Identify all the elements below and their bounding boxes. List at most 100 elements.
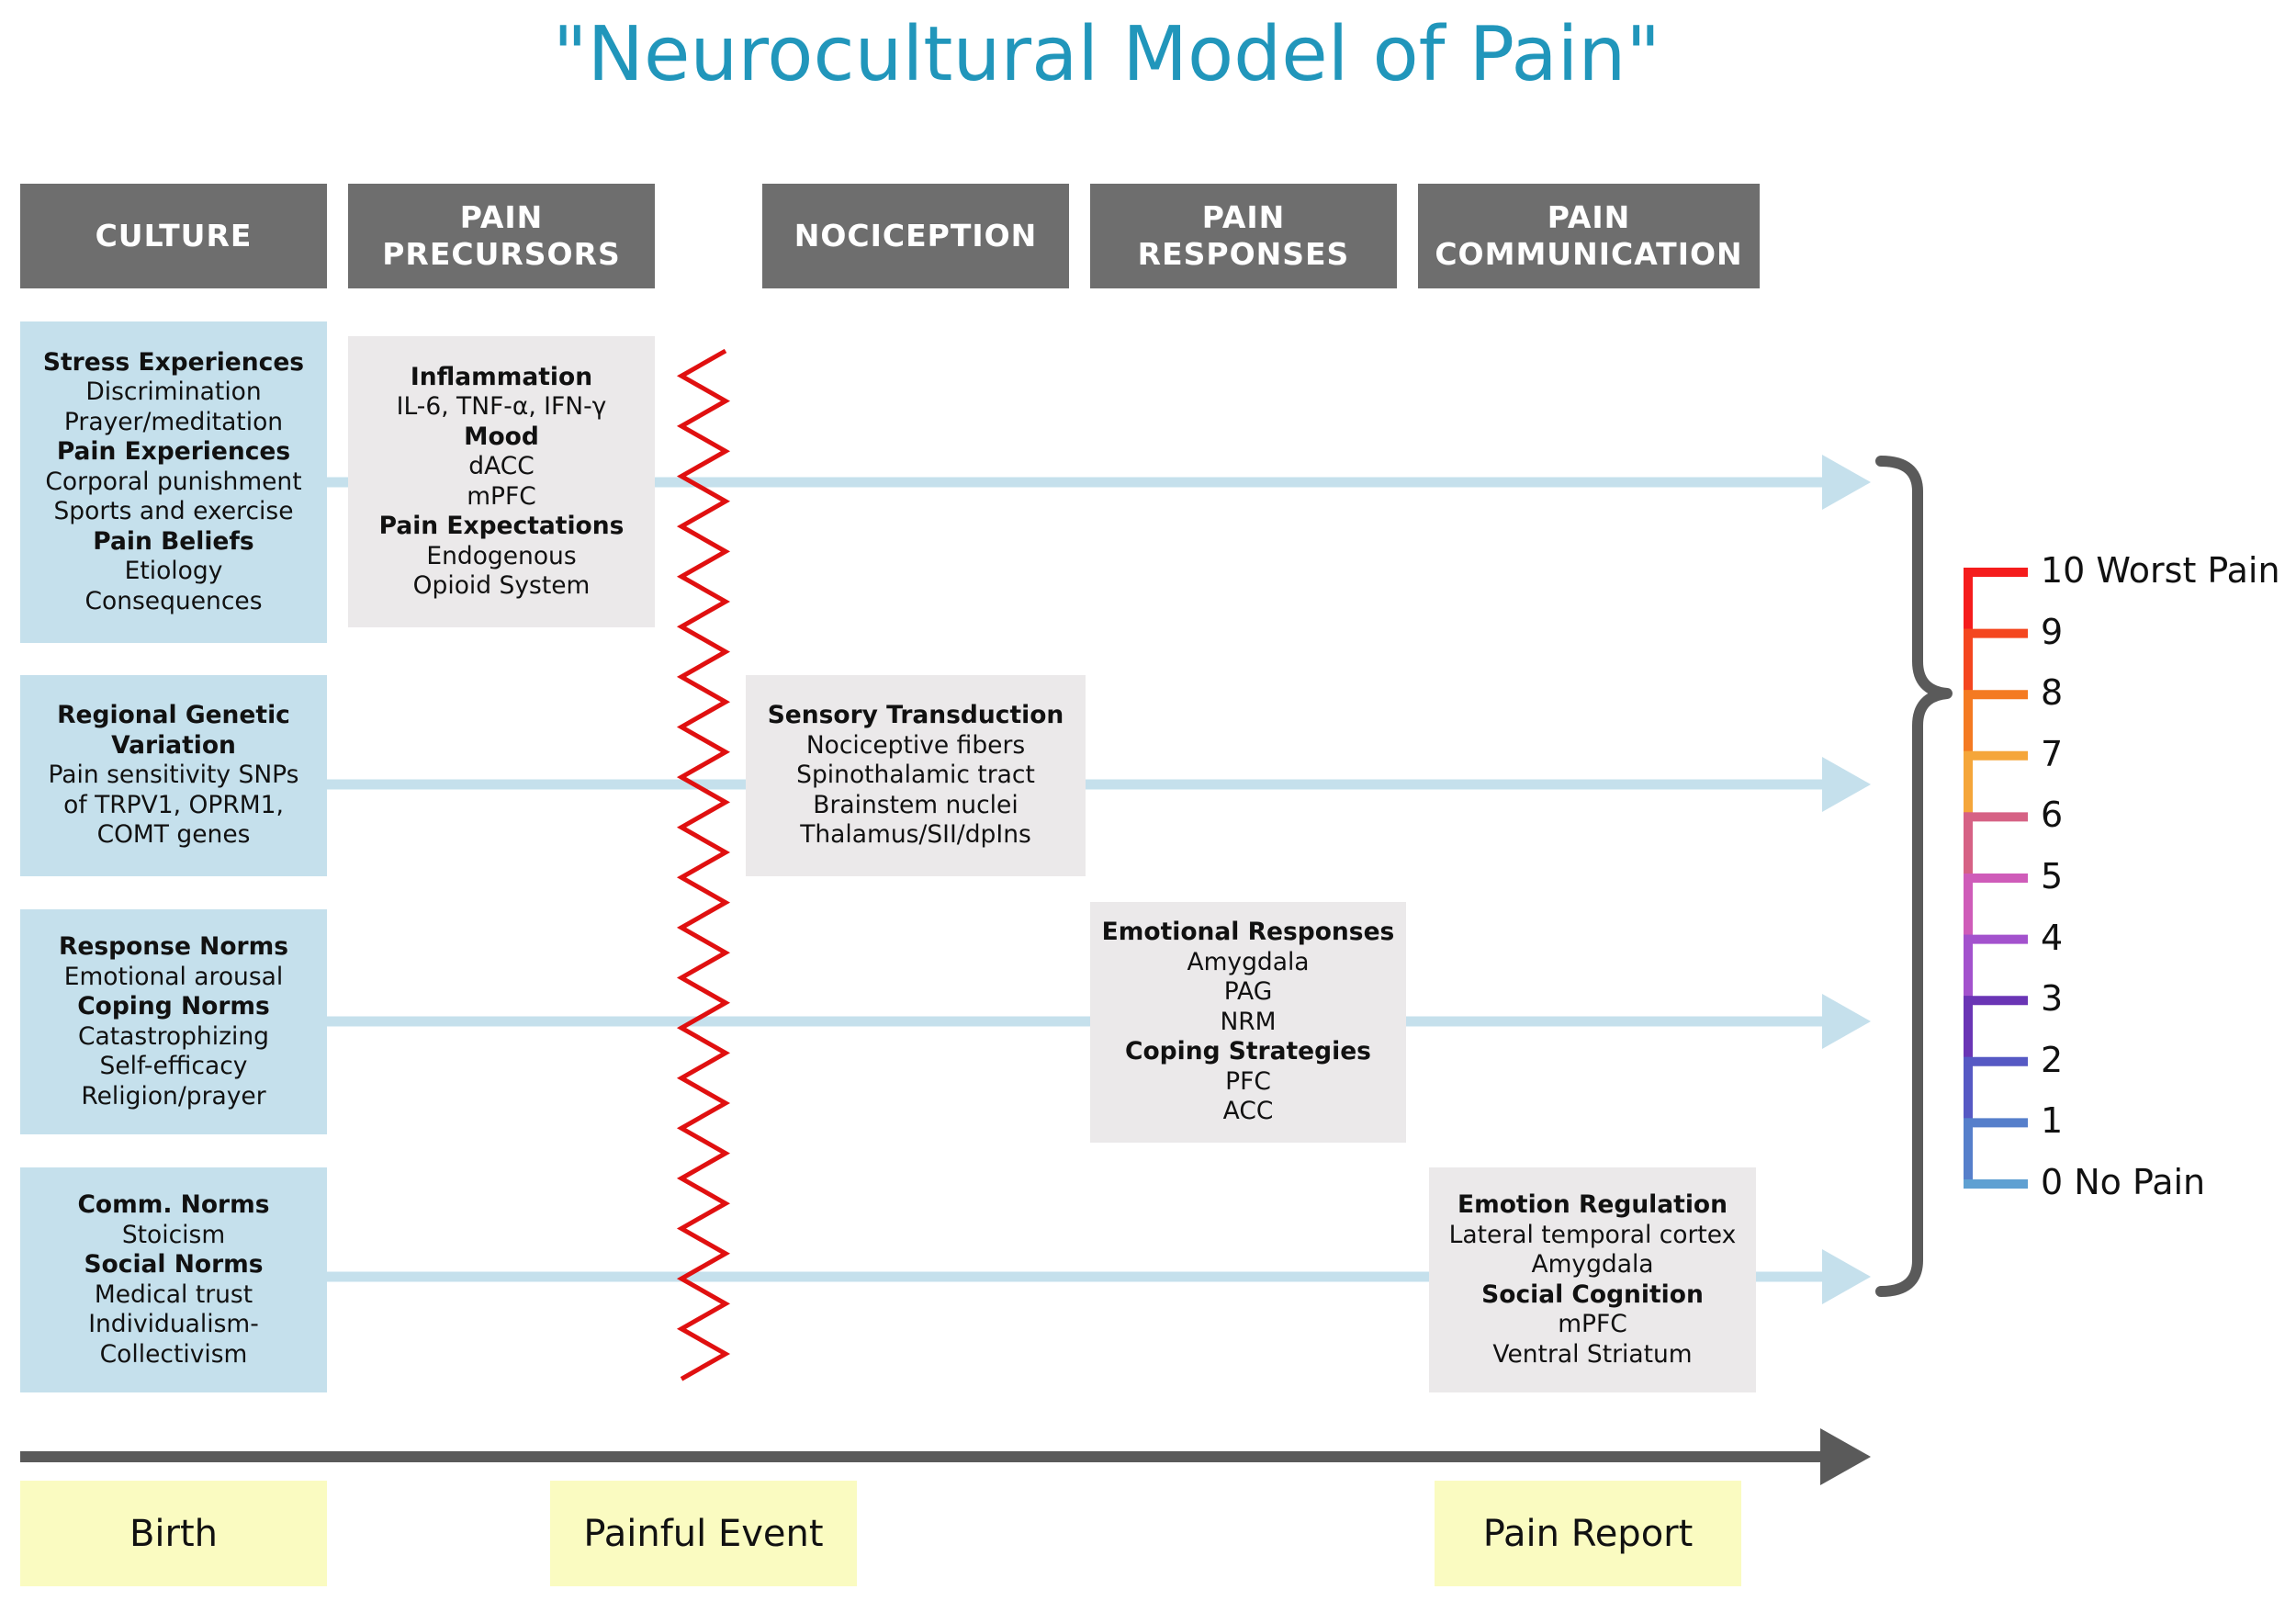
precursor-item: IL-6, TNF-α, IFN-γ [396, 392, 607, 421]
pain-scale-label: 5 [2041, 856, 2064, 896]
header-pain-communication: PAIN COMMUNICATION [1418, 184, 1760, 288]
header-culture-label: CULTURE [95, 218, 253, 254]
precursor-heading: Inflammation [410, 362, 593, 391]
precursors-box: Inflammation IL-6, TNF-α, IFN-γ Mood dAC… [348, 336, 655, 627]
nociception-item: Spinothalamic tract [796, 761, 1035, 790]
culture-item: Religion/prayer [81, 1081, 266, 1110]
header-pain-precursors-line1: PAIN [459, 199, 544, 235]
nociception-item: Thalamus/SII/dpIns [800, 820, 1031, 850]
response-heading: Coping Strategies [1125, 1037, 1371, 1066]
header-pain-communication-line1: PAIN [1547, 199, 1631, 235]
timeline-birth: Birth [20, 1481, 327, 1586]
nociception-item: Nociceptive fibers [805, 730, 1026, 760]
response-item: ACC [1222, 1097, 1274, 1126]
culture-item: Prayer/meditation [63, 407, 284, 436]
header-pain-precursors-line2: PRECURSORS [382, 236, 621, 272]
culture-item: Medical trust [94, 1279, 253, 1309]
culture-item-heading: Coping Norms [77, 992, 270, 1020]
header-pain-responses-line2: RESPONSES [1137, 236, 1350, 272]
pain-scale-bar [1964, 568, 2028, 1189]
communication-heading: Emotion Regulation [1458, 1190, 1728, 1219]
culture-item: Stoicism [121, 1220, 226, 1249]
culture-item: Etiology [124, 557, 223, 586]
culture-item: Individualism- [88, 1310, 259, 1338]
row1-arrow-head [1822, 455, 1871, 510]
precursor-heading: Mood [464, 422, 539, 451]
pain-scale-label: 7 [2041, 733, 2064, 774]
culture-box-stress: Stress Experiences Discrimination Prayer… [20, 321, 327, 643]
culture-item-heading: Response Norms [58, 932, 288, 961]
timeline-pain-report: Pain Report [1435, 1481, 1741, 1586]
response-item: PFC [1225, 1066, 1271, 1096]
pain-scale-label: 8 [2041, 672, 2064, 714]
culture-box-response-norms: Response Norms Emotional arousal Coping … [20, 909, 327, 1134]
communication-item: Lateral temporal cortex [1448, 1220, 1737, 1249]
responses-box: Emotional Responses Amygdala PAG NRM Cop… [1090, 902, 1406, 1143]
precursor-item: mPFC [467, 481, 536, 511]
timeline-arrow-head [1820, 1428, 1871, 1485]
header-culture: CULTURE [20, 184, 327, 288]
nociception-box: Sensory Transduction Nociceptive fibers … [746, 675, 1086, 876]
timeline-birth-label: Birth [129, 1512, 219, 1555]
culture-item: Collectivism [99, 1339, 248, 1369]
culture-item-heading: Regional Genetic [57, 701, 290, 730]
row4-arrow-head [1822, 1249, 1871, 1304]
culture-box-genetics: Regional Genetic Variation Pain sensitiv… [20, 675, 327, 876]
culture-item: Pain sensitivity SNPs [48, 761, 299, 790]
response-item: Amygdala [1187, 947, 1310, 976]
row2-arrow-head [1822, 757, 1871, 812]
header-pain-precursors: PAIN PRECURSORS [348, 184, 655, 288]
culture-item-heading: Pain Beliefs [93, 526, 254, 556]
precursor-item: Endogenous [426, 541, 577, 570]
culture-item-heading: Variation [111, 730, 236, 760]
nociception-item: Brainstem nuclei [813, 790, 1019, 819]
pain-scale-label: 1 [2041, 1100, 2064, 1142]
pain-scale-label: 0 No Pain [2041, 1162, 2206, 1202]
culture-item: Consequences [84, 586, 263, 615]
communication-item: Ventral Striatum [1492, 1339, 1693, 1369]
culture-item-heading: Comm. Norms [77, 1190, 270, 1219]
header-nociception-label: NOCICEPTION [793, 218, 1038, 254]
pain-scale-label: 9 [2041, 611, 2064, 652]
culture-item: Corporal punishment [45, 467, 302, 496]
culture-item-heading: Pain Experiences [56, 437, 291, 467]
communication-item: Amygdala [1531, 1250, 1654, 1279]
culture-item-heading: Social Norms [84, 1250, 264, 1279]
precursor-item: Opioid System [412, 571, 591, 600]
culture-item: Discrimination [85, 378, 262, 407]
timeline-pain-report-label: Pain Report [1482, 1512, 1694, 1555]
culture-item: COMT genes [96, 820, 251, 850]
culture-item: of TRPV1, OPRM1, [63, 790, 284, 819]
header-pain-communication-line2: COMMUNICATION [1435, 236, 1743, 272]
header-pain-responses-line1: PAIN [1201, 199, 1286, 235]
response-item: NRM [1220, 1007, 1277, 1036]
precursor-item: dACC [468, 452, 535, 480]
culture-item: Self-efficacy [99, 1052, 248, 1080]
culture-item: Catastrophizing [78, 1021, 269, 1051]
culture-item: Sports and exercise [53, 497, 294, 526]
timeline-painful-event: Painful Event [550, 1481, 857, 1586]
communication-box: Emotion Regulation Lateral temporal cort… [1429, 1167, 1756, 1392]
precursor-heading: Pain Expectations [378, 512, 625, 540]
culture-box-comm-norms: Comm. Norms Stoicism Social Norms Medica… [20, 1167, 327, 1392]
timeline-painful-event-label: Painful Event [583, 1512, 824, 1555]
pain-scale-label: 6 [2041, 795, 2064, 836]
nociception-heading: Sensory Transduction [767, 701, 1064, 730]
culture-item: Emotional arousal [63, 962, 284, 991]
row3-arrow-head [1822, 994, 1871, 1049]
header-nociception: NOCICEPTION [762, 184, 1069, 288]
pain-scale-label: 2 [2041, 1039, 2064, 1080]
communication-heading: Social Cognition [1481, 1279, 1704, 1309]
header-pain-responses: PAIN RESPONSES [1090, 184, 1397, 288]
culture-item-heading: Stress Experiences [42, 347, 305, 377]
pain-scale-label: 3 [2041, 978, 2064, 1020]
scale-brace [1875, 456, 1953, 1297]
painful-event-zigzag [676, 348, 731, 1381]
response-heading: Emotional Responses [1101, 918, 1395, 947]
pain-scale-label: 4 [2041, 917, 2064, 958]
pain-scale-label: 10 Worst Pain [2041, 550, 2280, 591]
communication-item: mPFC [1558, 1310, 1627, 1338]
page-title: "Neurocultural Model of Pain" [552, 11, 1661, 98]
response-item: PAG [1223, 977, 1273, 1007]
